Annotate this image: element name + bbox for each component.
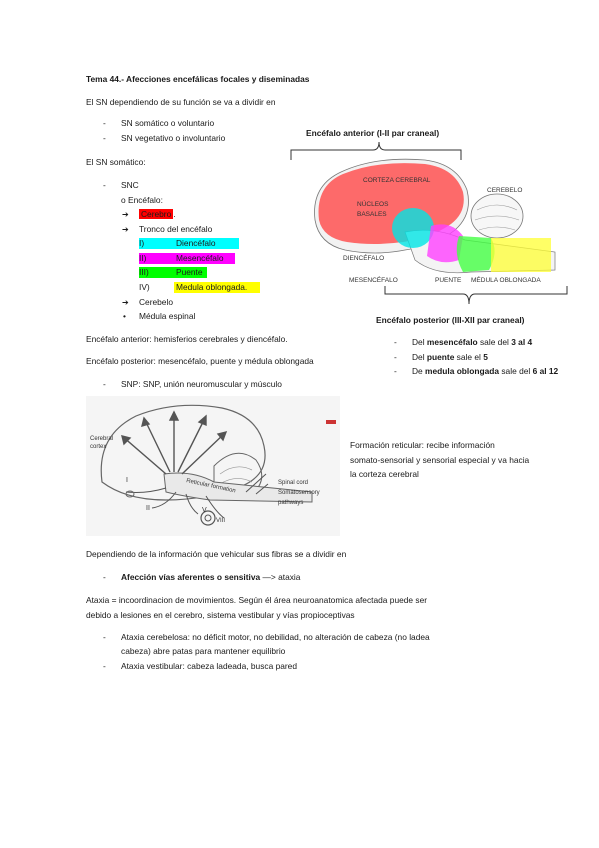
dash-marker: - bbox=[394, 352, 397, 362]
dash-marker: - bbox=[394, 366, 397, 376]
arrow-icon: ➔ bbox=[122, 210, 129, 219]
encefalo-anterior-label: Encéfalo anterior (I-II par craneal) bbox=[306, 128, 440, 138]
roman-i-label: I bbox=[126, 477, 128, 484]
cortex-arrows bbox=[121, 410, 228, 475]
page-title: Tema 44.- Afecciones encefálicas focales… bbox=[86, 74, 310, 84]
ataxia-text-line: debido a lesiones en el cerebro, sistema… bbox=[86, 610, 355, 620]
medula-highlight-bar bbox=[174, 282, 260, 293]
dash-marker: - bbox=[103, 572, 106, 582]
diencefalo-label: DIENCÉFALO bbox=[343, 253, 384, 262]
cerebro-highlight: Cerebro bbox=[139, 209, 174, 219]
pathways-label: pathways bbox=[278, 500, 303, 506]
diagram-background bbox=[86, 396, 340, 536]
par-item-mesencefalo: Del mesencéfalo sale del 3 al 4 bbox=[412, 337, 533, 347]
sn-type-item: SN vegetativo o involuntario bbox=[121, 133, 226, 143]
red-mark bbox=[326, 420, 336, 424]
roman-viii-label: VIII bbox=[216, 518, 225, 524]
ataxia-cerebelosa-line: cabeza) abre patas para mantener equilib… bbox=[121, 646, 286, 656]
bottom-bracket bbox=[384, 286, 568, 305]
brain-outline bbox=[100, 404, 266, 501]
intro-text: El SN dependiendo de su función se va a … bbox=[86, 97, 276, 107]
medula-label: MÉDULA OBLONGADA bbox=[471, 275, 541, 284]
afeccion-item: Afección vías aferentes o sensitiva —> a… bbox=[121, 572, 301, 582]
ataxia-vestibular-line: Ataxia vestibular: cabeza ladeada, busca… bbox=[121, 661, 297, 671]
tronco-item-num: I) bbox=[139, 238, 145, 248]
diencefalo-highlight-bar bbox=[139, 238, 239, 249]
encefalo-anterior-text: Encéfalo anterior: hemisferios cerebrale… bbox=[86, 334, 288, 344]
sn-type-item: SN somático o voluntario bbox=[121, 118, 215, 128]
eye-icon bbox=[125, 490, 135, 498]
reticular-formation-diagram: Cerebral cortex Reticular formation Spin… bbox=[86, 396, 340, 536]
bullet-icon: • bbox=[123, 311, 126, 321]
medula-espinal-item: Médula espinal bbox=[139, 311, 196, 321]
encefalo-label: o Encéfalo: bbox=[121, 195, 163, 205]
mesencefalo-region bbox=[427, 224, 463, 263]
dash-marker: - bbox=[103, 180, 106, 190]
ear-icon bbox=[200, 510, 216, 526]
dependiendo-text: Dependiendo de la información que vehicu… bbox=[86, 549, 347, 559]
tronco-item-num: III) bbox=[139, 267, 149, 277]
cerebelo-label: CEREBELO bbox=[487, 187, 522, 194]
diencefalo-region bbox=[392, 208, 434, 248]
nucleos-label: NÚCLEOS bbox=[357, 199, 389, 208]
top-bracket bbox=[290, 141, 462, 160]
tronco-item-mesencefalo: Mesencéfalo bbox=[176, 253, 224, 263]
tronco-item-medula: Medula oblongada. bbox=[176, 282, 248, 292]
formacion-text-line: somato-sensorial y sensorial especial y … bbox=[350, 455, 530, 465]
basales-label: BASALES bbox=[357, 211, 387, 218]
cerebro-item: Cerebro. bbox=[139, 209, 176, 219]
cerebellum-drawing bbox=[470, 193, 524, 239]
cortex-label: cortex bbox=[90, 444, 106, 450]
arrow-icon: ➔ bbox=[122, 225, 129, 234]
ataxia-text-line: Ataxia = incoordinacion de movimientos. … bbox=[86, 595, 428, 605]
puente-highlight-bar bbox=[139, 267, 207, 278]
encefalo-posterior-label: Encéfalo posterior (III-XII par craneal) bbox=[376, 315, 525, 325]
medula-region bbox=[491, 238, 551, 272]
dash-marker: - bbox=[103, 632, 106, 642]
dash-marker: - bbox=[103, 118, 106, 128]
mesencefalo-highlight-bar bbox=[139, 253, 235, 264]
puente-region bbox=[456, 236, 495, 272]
dash-marker: - bbox=[103, 133, 106, 143]
spinal-cord-label: Spinal cord bbox=[278, 480, 308, 486]
par-item-puente: Del puente sale el 5 bbox=[412, 352, 488, 362]
mesencefalo-label: MESENCÉFALO bbox=[349, 275, 398, 284]
par-item-medula: De medula oblongada sale del 6 al 12 bbox=[412, 366, 559, 376]
sensory-pathways bbox=[125, 473, 269, 519]
tronco-item-num: II) bbox=[139, 253, 147, 263]
tronco-label: Tronco del encéfalo bbox=[139, 224, 213, 234]
formacion-text-line: Formación reticular: recibe información bbox=[350, 440, 495, 450]
formacion-text-line: la corteza cerebral bbox=[350, 469, 419, 479]
roman-ii-label: II bbox=[146, 505, 150, 512]
arrow-icon: ➔ bbox=[122, 298, 129, 307]
tronco-item-num: IV) bbox=[139, 282, 150, 292]
snp-text: SNP: SNP, unión neuromuscular y músculo bbox=[121, 379, 282, 389]
dash-marker: - bbox=[103, 661, 106, 671]
encefalo-posterior-text: Encéfalo posterior: mesencéfalo, puente … bbox=[86, 356, 314, 366]
puente-label: PUENTE bbox=[435, 277, 462, 284]
roman-v-label: V bbox=[202, 507, 207, 514]
cerebral-label: Cerebral bbox=[90, 436, 113, 442]
tronco-item-puente: Puente bbox=[176, 267, 203, 277]
tronco-item-diencefalo: Diencéfalo bbox=[176, 238, 216, 248]
snc-label: SNC bbox=[121, 180, 139, 190]
ataxia-cerebelosa-line: Ataxia cerebelosa: no déficit motor, no … bbox=[121, 632, 430, 642]
cerebelo-item: Cerebelo bbox=[139, 297, 173, 307]
corteza-label: CORTEZA CEREBRAL bbox=[363, 177, 431, 184]
dash-marker: - bbox=[394, 337, 397, 347]
sn-somatico-label: El SN somático: bbox=[86, 157, 146, 167]
somatosensory-label: Somatosensory bbox=[278, 490, 320, 496]
dash-marker: - bbox=[103, 379, 106, 389]
brain-diagram: CORTEZA CEREBRAL NÚCLEOS BASALES CEREBEL… bbox=[290, 141, 568, 305]
